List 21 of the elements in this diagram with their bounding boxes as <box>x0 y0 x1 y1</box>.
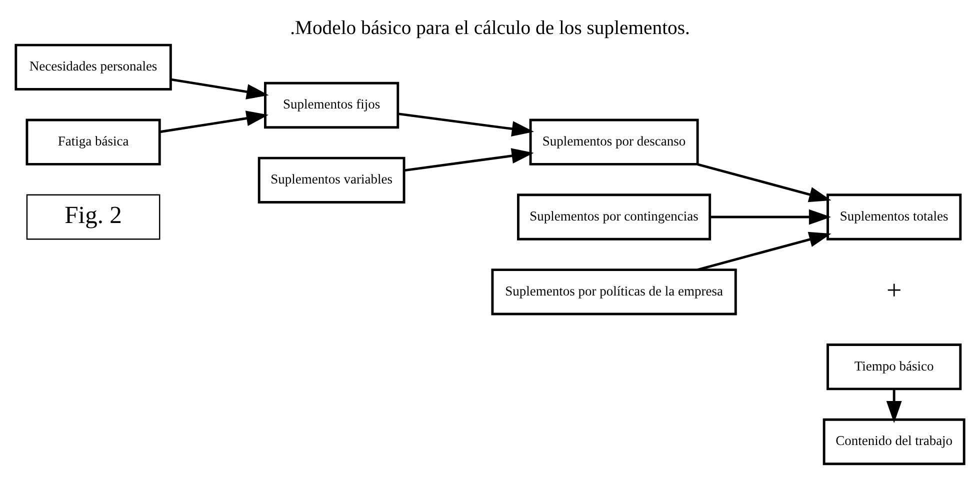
node-box: Suplementos variables <box>257 156 405 204</box>
arrow <box>404 148 534 172</box>
node-box: Fig. 2 <box>26 194 160 240</box>
label: + <box>886 274 902 305</box>
node-box: Tiempo básico <box>826 344 962 390</box>
node-box: Suplementos por contingencias <box>516 194 711 240</box>
arrow <box>159 110 268 134</box>
arrow <box>397 112 534 136</box>
node-box: Suplementos fijos <box>264 82 399 129</box>
arrow <box>710 209 831 225</box>
node-box: Necesidades personales <box>14 44 172 90</box>
node-box: Suplementos totales <box>826 194 962 240</box>
arrow <box>170 78 268 100</box>
node-box: Contenido del trabajo <box>822 418 965 466</box>
diagram-title: .Modelo básico para el cálculo de los suplementos. <box>290 16 690 39</box>
node-box: Fatiga básica <box>25 118 160 166</box>
arrow <box>696 232 831 271</box>
arrow <box>886 389 902 424</box>
node-box: Suplementos por políticas de la empresa <box>490 268 736 316</box>
arrow <box>696 163 831 202</box>
node-box: Suplementos por descanso <box>528 118 698 166</box>
